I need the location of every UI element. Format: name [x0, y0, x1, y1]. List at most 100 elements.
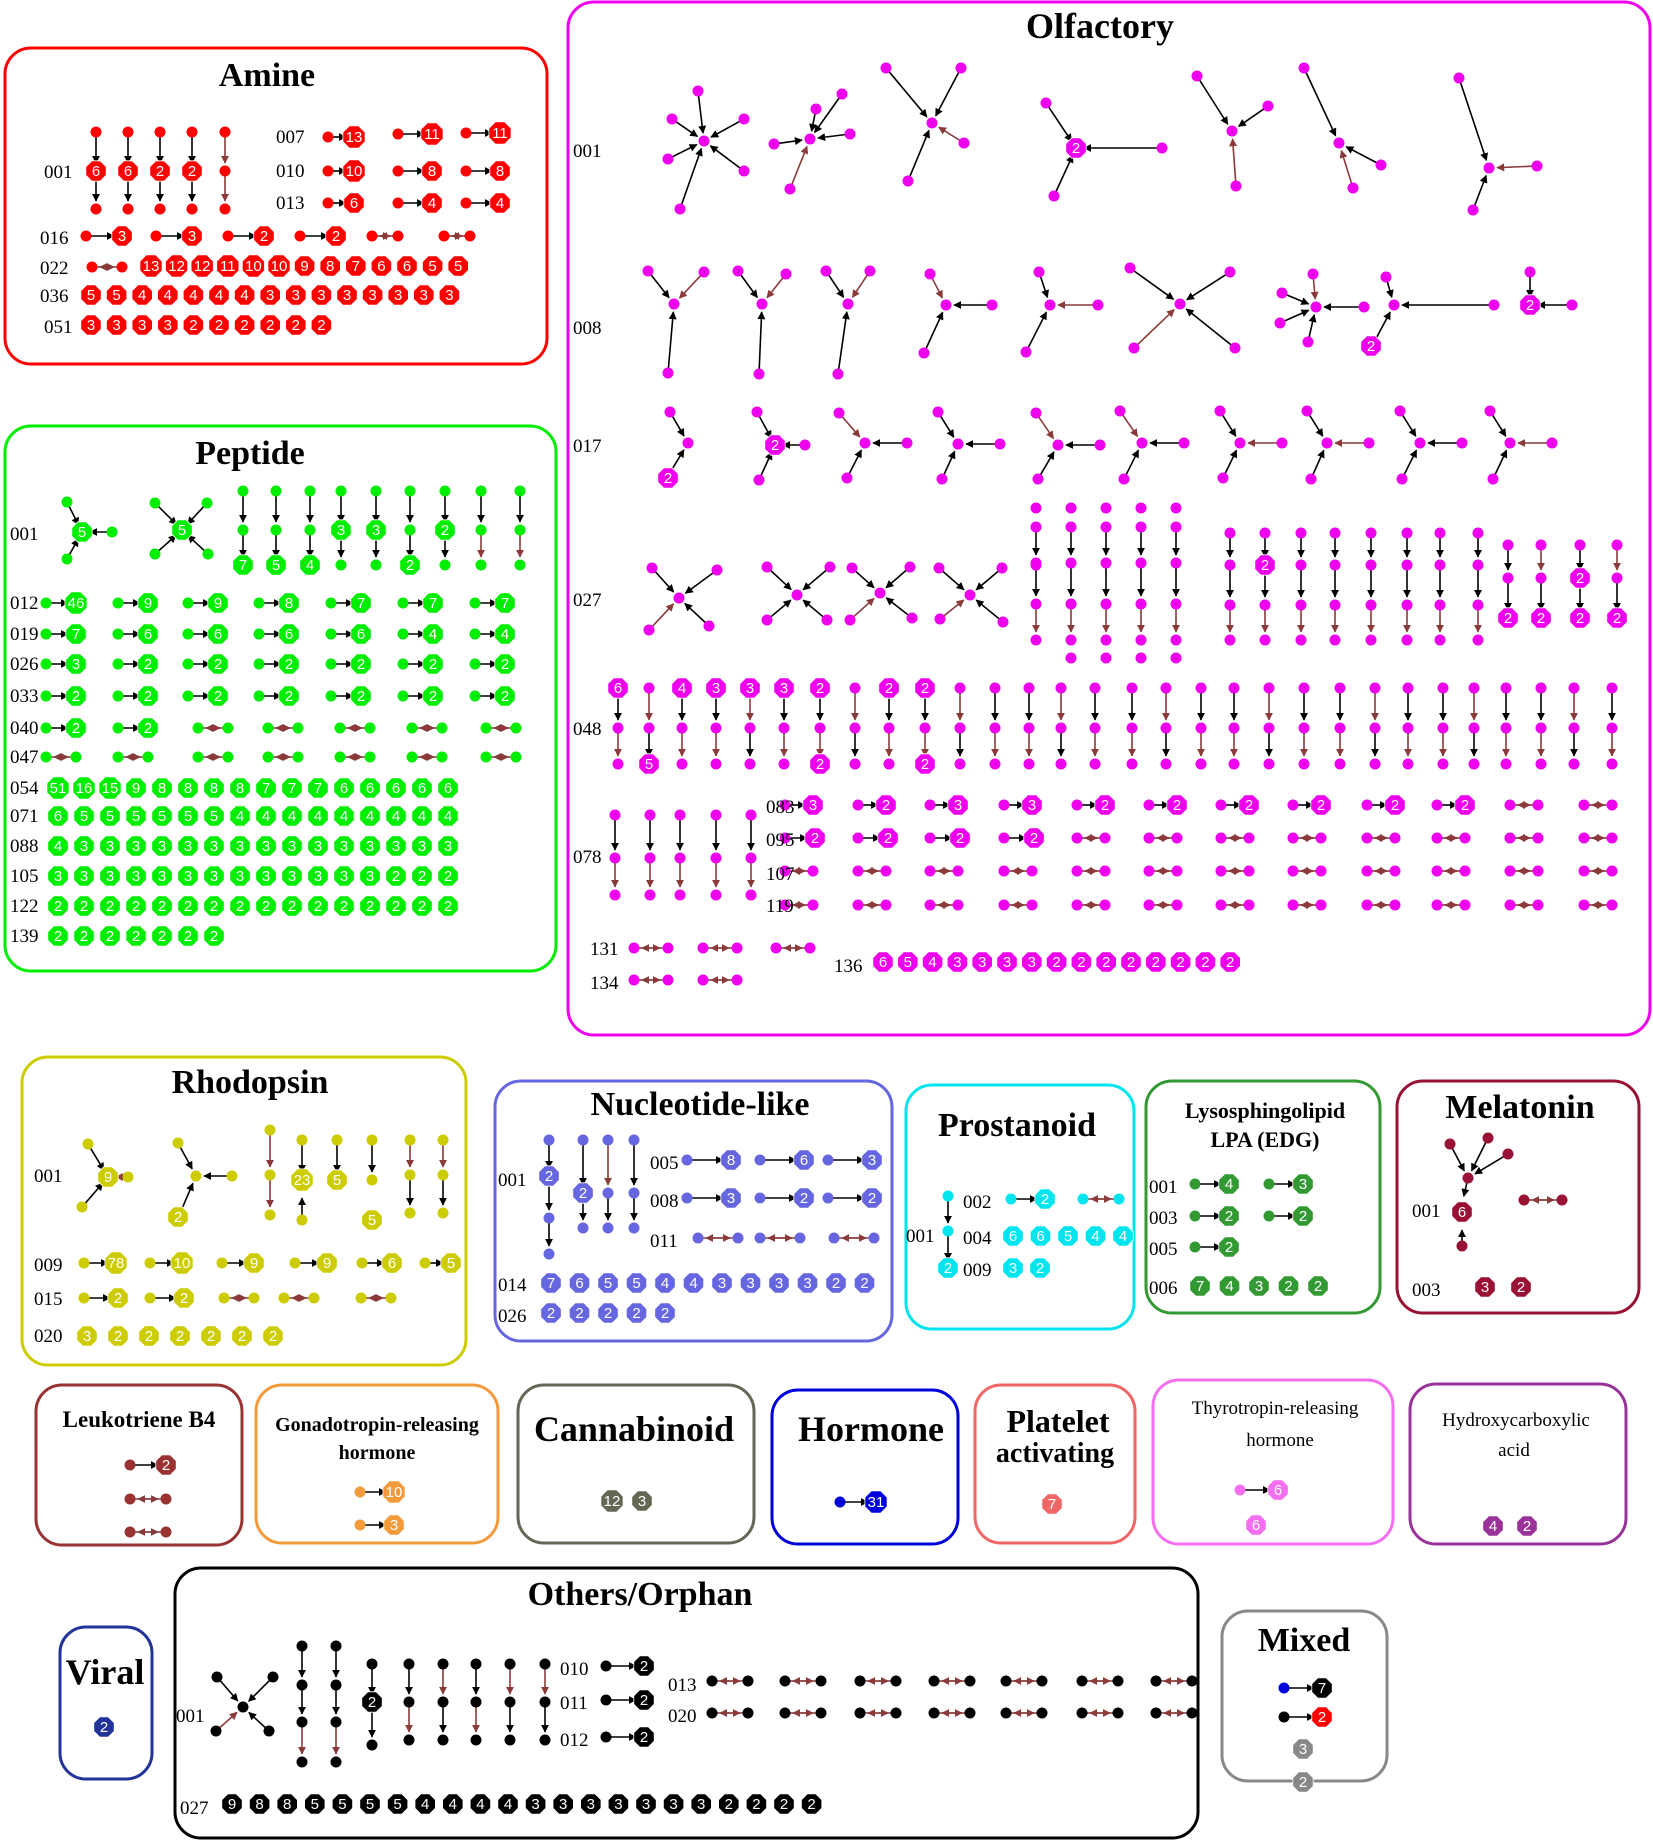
node-count: 4 [164, 287, 172, 304]
node-dot [1556, 1194, 1568, 1206]
node-dot [308, 1292, 320, 1304]
node-octagon [682, 1272, 705, 1294]
node-octagon [253, 225, 275, 247]
node-dot [1358, 301, 1370, 313]
node-dot [754, 1232, 766, 1244]
node-octagon [745, 1793, 767, 1815]
node-octagon [181, 160, 203, 182]
bidir-edge [938, 126, 962, 142]
node-dot [1186, 1707, 1198, 1719]
hydroxycarboxylic-title-line2: acid [1498, 1440, 1530, 1461]
node-dot [403, 1658, 415, 1670]
node-dot [1150, 1707, 1162, 1719]
node-dot [144, 1257, 156, 1269]
node-count: 3 [638, 1493, 646, 1510]
node-dot [996, 562, 1008, 574]
node-dot [1472, 599, 1484, 611]
node-dot [1143, 799, 1155, 811]
node-dot [475, 559, 487, 571]
row-label: 008 [650, 1191, 679, 1212]
node-dot [330, 1756, 342, 1768]
node-octagon [773, 677, 795, 699]
node-count: 3 [372, 522, 380, 539]
node-dot [322, 131, 334, 143]
node-octagon [177, 895, 199, 917]
node-dot [1434, 559, 1446, 571]
node-dot [1535, 682, 1547, 694]
node-count: 2 [1576, 610, 1584, 627]
node-dot [778, 758, 790, 770]
node-dot [1228, 758, 1240, 770]
node-octagon [165, 254, 189, 278]
node-octagon [720, 1187, 742, 1209]
node-dot [1030, 634, 1042, 646]
row-label: 131 [590, 939, 619, 960]
node-dot [210, 1725, 222, 1737]
node-dot [1606, 722, 1618, 734]
row-label: 054 [10, 778, 39, 799]
node-dot [924, 832, 936, 844]
bidir-edge [1310, 277, 1319, 300]
node-octagon [1311, 1706, 1333, 1728]
row-label: 001 [44, 162, 73, 183]
node-count: 3 [54, 868, 62, 885]
node-count: 2 [1077, 954, 1085, 971]
node-dot [122, 203, 134, 215]
row-label: 078 [573, 847, 602, 868]
node-octagon [386, 1793, 409, 1815]
node-count: 3 [262, 838, 270, 855]
node-octagon [73, 895, 95, 917]
node-count: 2 [1576, 570, 1584, 587]
node-dot [1401, 599, 1413, 611]
node-octagon [93, 1716, 115, 1738]
node-count: 3 [953, 954, 961, 971]
node-octagon [1516, 1515, 1538, 1537]
node-dot [846, 562, 858, 574]
node-octagon [437, 835, 459, 857]
node-dot [70, 751, 82, 763]
node-dot [1606, 799, 1618, 811]
node-dot [676, 722, 688, 734]
node-dot [1126, 682, 1138, 694]
node-octagon [381, 1252, 403, 1274]
row-label: 006 [1149, 1278, 1178, 1299]
node-octagon [607, 677, 629, 699]
node-dot [1030, 559, 1042, 571]
node-dot [1437, 682, 1449, 694]
olfactory-box [566, 0, 1652, 1037]
edge [759, 451, 773, 477]
node-dot [1389, 899, 1401, 911]
node-count: 5 [632, 1275, 640, 1292]
edge [1039, 451, 1055, 476]
hydroxycarboxylic-title-line1: Hydroxycarboxylic [1442, 1410, 1590, 1431]
node-octagon [47, 895, 69, 917]
node-dot [1228, 682, 1240, 694]
node-dot [674, 203, 686, 215]
node-count: 2 [285, 688, 293, 705]
row-label: 122 [10, 896, 39, 917]
node-octagon [1311, 1677, 1333, 1699]
node-dot [1484, 405, 1496, 417]
node-dot [1462, 1172, 1474, 1184]
node-count: 6 [285, 626, 293, 643]
node-count: 5 [184, 808, 192, 825]
node-count: 2 [807, 1796, 815, 1813]
lysosphingolipid-title-line2: LPA (EDG) [1211, 1127, 1320, 1152]
node-dot [936, 473, 948, 485]
node-dot [296, 1756, 308, 1768]
node-count: 2 [144, 656, 152, 673]
node-dot [744, 722, 756, 734]
node-count: 2 [392, 868, 400, 885]
node-dot [1468, 682, 1480, 694]
node-dot [998, 799, 1010, 811]
node-dot [964, 1675, 976, 1687]
node-dot [504, 1696, 516, 1708]
node-count: 5 [454, 258, 462, 275]
node-count: 2 [260, 228, 268, 245]
node-dot [697, 974, 709, 986]
node-dot [662, 153, 674, 165]
node-count: 2 [72, 720, 80, 737]
node-dot [828, 1232, 840, 1244]
row-label: 003 [1412, 1280, 1441, 1301]
node-dot [1295, 634, 1307, 646]
